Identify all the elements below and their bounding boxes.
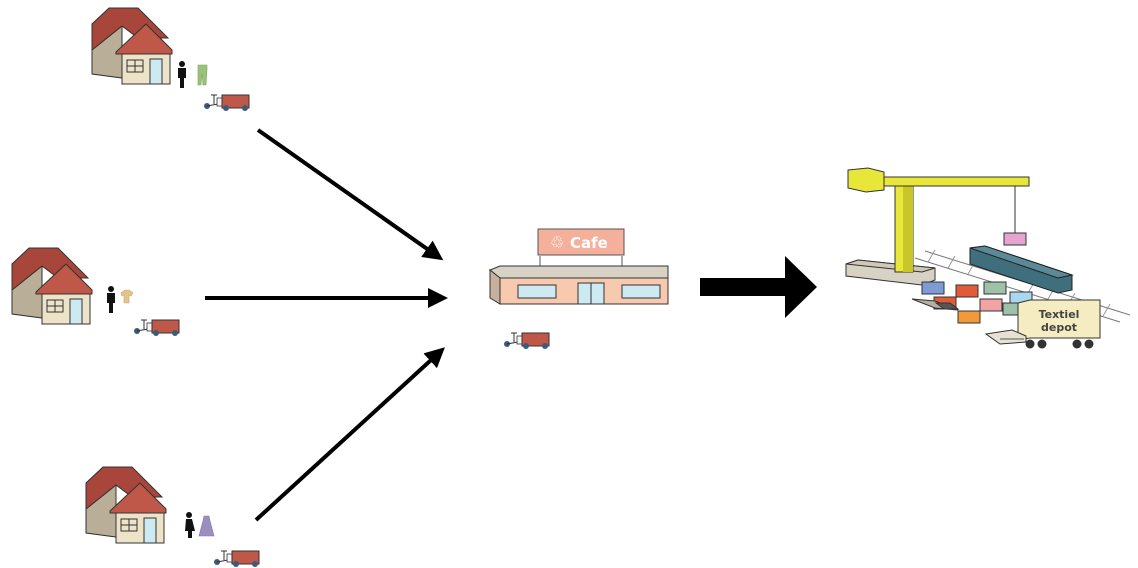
house-middle bbox=[11, 247, 93, 325]
dress-icon bbox=[198, 515, 215, 537]
depot-label-line1: Textiel bbox=[1039, 308, 1080, 321]
cargo-bike-icon bbox=[203, 94, 250, 112]
crane bbox=[845, 167, 1030, 286]
depot-truck: Textiel depot bbox=[984, 299, 1101, 349]
depot-label-line2: depot bbox=[1041, 321, 1077, 334]
shirt-icon bbox=[120, 289, 134, 304]
stacked-containers bbox=[911, 281, 1033, 324]
man-icon bbox=[178, 61, 186, 88]
arrow-cafe-to-depot bbox=[700, 256, 817, 318]
recycle-icon: ♲ bbox=[550, 233, 564, 252]
arrow-bottom-to-cafe bbox=[254, 347, 445, 522]
rail-wagon bbox=[969, 245, 1074, 294]
man-icon bbox=[107, 286, 115, 313]
pants-icon bbox=[197, 64, 208, 86]
cargo-bike-icon bbox=[133, 319, 180, 337]
arrow-top-to-cafe bbox=[256, 128, 444, 261]
cafe-building bbox=[489, 256, 669, 305]
cargo-bike-icon bbox=[503, 332, 550, 350]
cafe-sign: ♲ Cafe bbox=[537, 228, 625, 256]
house-bottom bbox=[85, 466, 167, 544]
cargo-bike-icon bbox=[213, 550, 260, 568]
hanging-container bbox=[1003, 232, 1027, 246]
woman-icon bbox=[185, 512, 195, 538]
house-top bbox=[91, 7, 173, 85]
cafe-sign-label: Cafe bbox=[570, 234, 608, 252]
